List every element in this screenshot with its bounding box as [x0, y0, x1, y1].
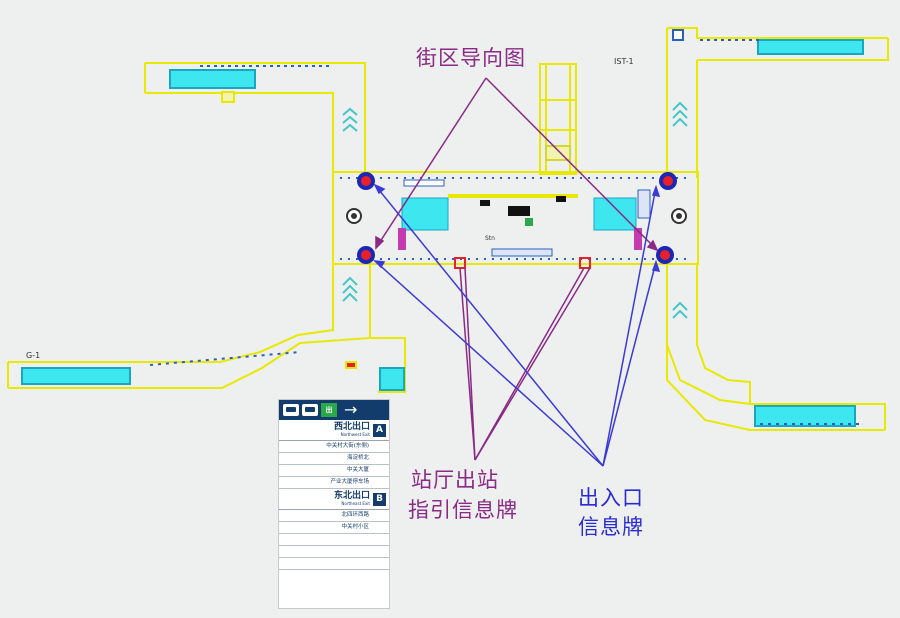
arrow-right-icon: →	[344, 400, 358, 419]
exit-a-title: 西北出口	[333, 422, 370, 432]
exit-a-destination: 产业大厦停车场	[279, 477, 389, 489]
station-hall: Stn	[332, 171, 699, 269]
exit-b-subtitle: Northeast Exit	[341, 501, 370, 506]
central-shaft	[539, 63, 577, 175]
upper-left-passage	[144, 62, 366, 178]
exit-a-destination: 中关大厦	[279, 465, 389, 477]
guide-map-pointers	[375, 77, 659, 252]
train-icon	[302, 404, 318, 416]
exit-b-title: 东北出口	[333, 491, 370, 501]
exit-a-subtitle: Northwest Exit	[340, 432, 370, 437]
svg-text:Stn: Stn	[485, 235, 495, 242]
bus-icon	[283, 404, 299, 416]
sign-header: 出 →	[279, 400, 389, 420]
exit-b-heading: 东北出口 Northeast Exit B	[279, 489, 389, 510]
top-right-tag: IST-1	[614, 57, 634, 66]
exit-b-destination: 中关村小区	[279, 522, 389, 534]
hall-exit-signs-label-line2: 指引信息牌	[408, 498, 518, 522]
lower-right-passage	[666, 264, 886, 431]
exit-sign-pointers	[459, 267, 591, 461]
exit-a-destination: 中关村大街(东侧)	[279, 441, 389, 453]
entrance-markers	[357, 172, 677, 264]
exit-b-destination: 北四环西路	[279, 510, 389, 522]
exit-sign-board: 出 → 西北出口 Northwest Exit A 中关村大街(东侧) 海淀桥北…	[278, 399, 390, 609]
sign-blank-row: .	[279, 558, 389, 570]
entrance-signs-label-line1: 出入口	[578, 486, 644, 510]
street-guide-map-label: 街区导向图	[416, 46, 526, 70]
exit-a-badge: A	[373, 423, 386, 437]
sign-blank-row: .	[279, 534, 389, 546]
exit-icon: 出	[321, 403, 337, 417]
hall-exit-signs-label-line1: 站厅出站	[411, 468, 499, 492]
sign-blank-row: .	[279, 546, 389, 558]
entrance-sign-pointers	[372, 183, 661, 467]
upper-right-passage	[666, 27, 889, 178]
lower-left-passage	[7, 264, 406, 393]
exit-a-destination: 海淀桥北	[279, 453, 389, 465]
left-tag: G-1	[26, 351, 40, 360]
exit-a-heading: 西北出口 Northwest Exit A	[279, 420, 389, 441]
exit-b-badge: B	[373, 492, 386, 506]
entrance-signs-label-line2: 信息牌	[578, 515, 644, 539]
